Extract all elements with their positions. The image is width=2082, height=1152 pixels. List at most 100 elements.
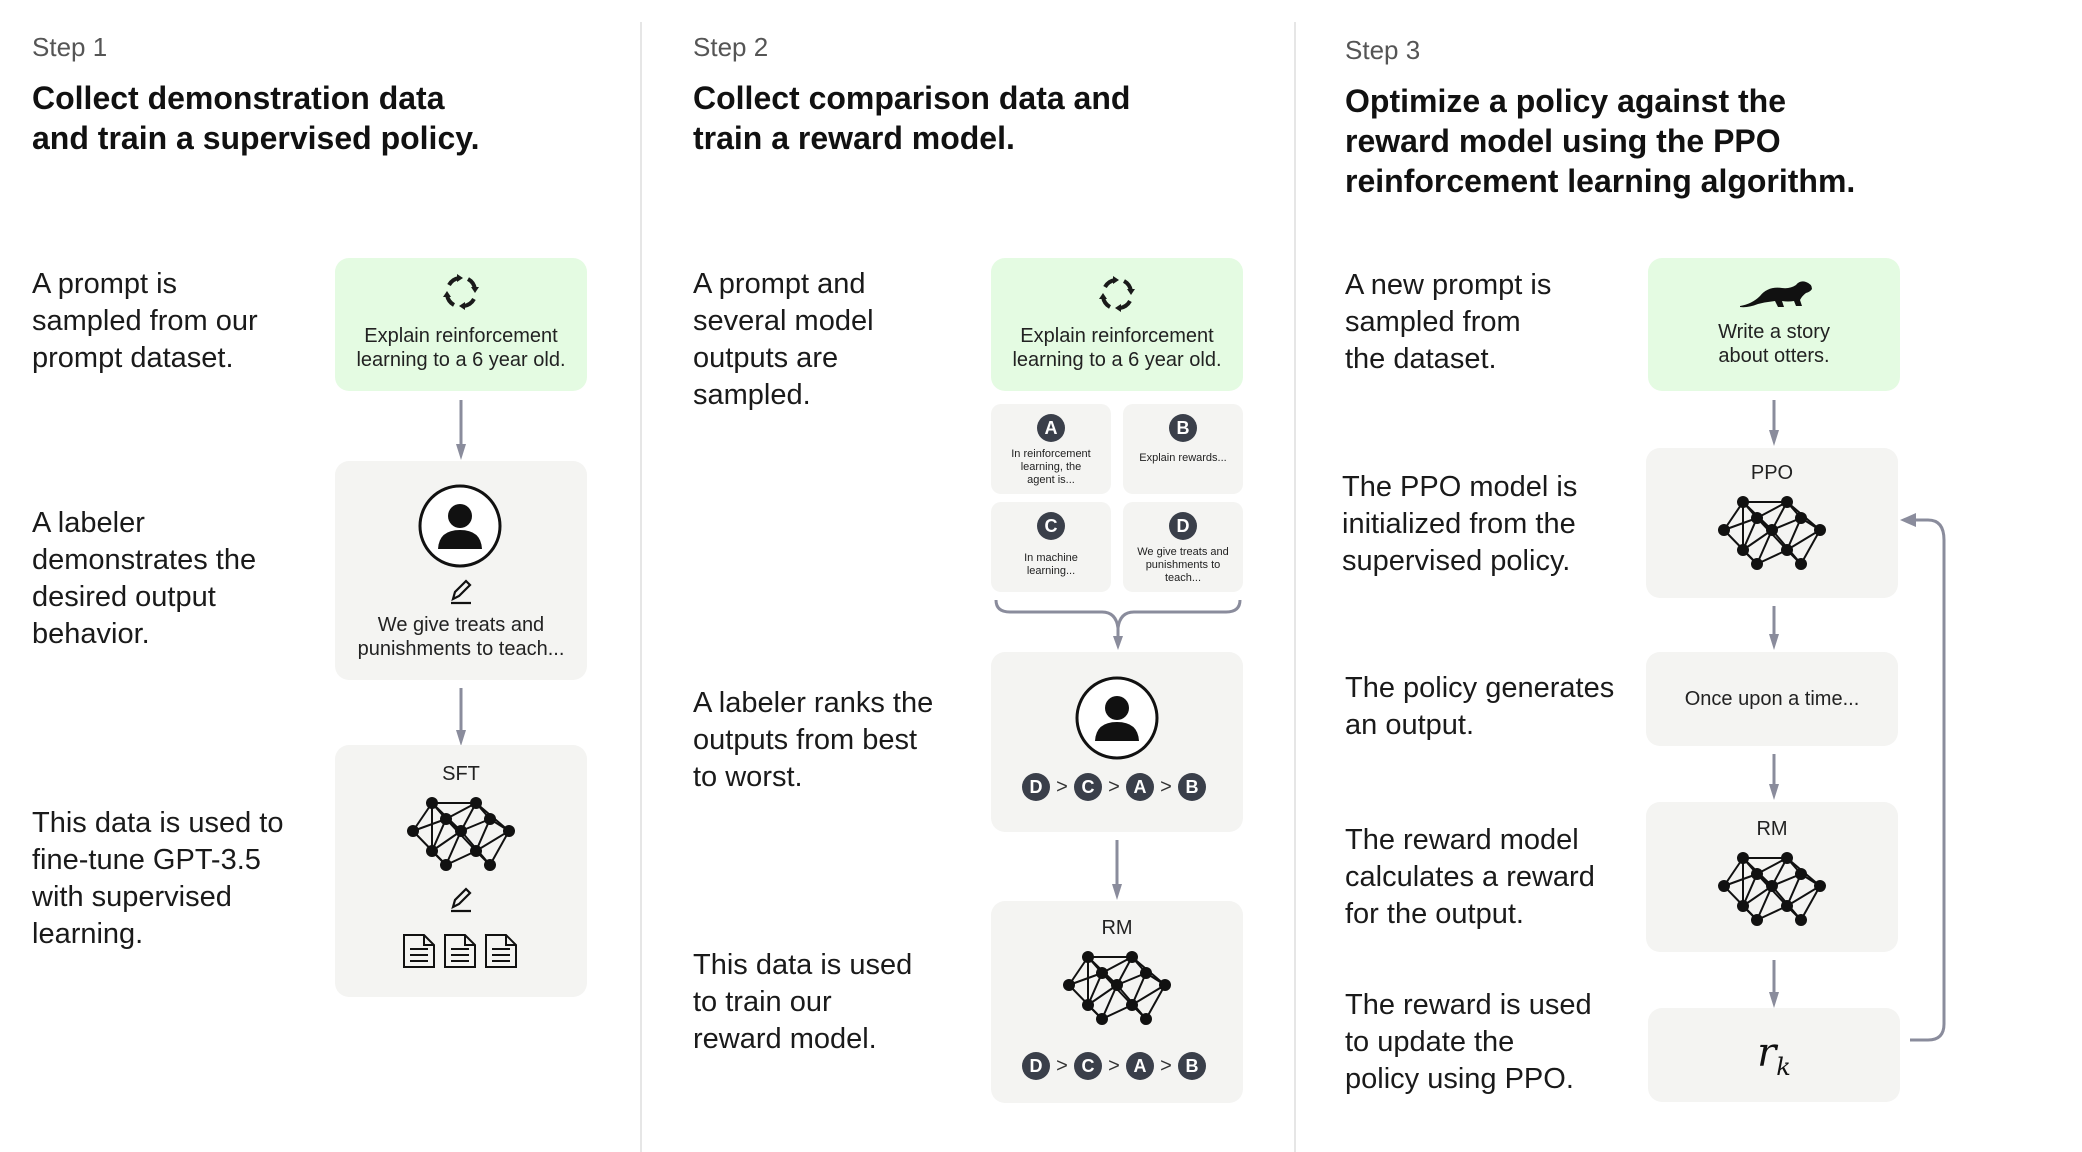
output-letter-badge: C: [1037, 512, 1065, 540]
step3-arrow-3: [1769, 754, 1779, 800]
step3-output-box: Once upon a time...: [1646, 652, 1898, 746]
network-node: [407, 825, 419, 837]
output-letter-badge: B: [1169, 414, 1197, 442]
network-node: [1795, 914, 1807, 926]
rank-badge: B: [1178, 773, 1206, 801]
network-node: [484, 813, 496, 825]
rank-badge: C: [1074, 1052, 1102, 1080]
rank-separator: >: [1108, 1054, 1120, 1077]
network-node: [1140, 967, 1152, 979]
rank-separator: >: [1160, 1054, 1172, 1077]
rank-badge: A: [1126, 1052, 1154, 1080]
network-node: [1795, 512, 1807, 524]
rank-badge: D: [1022, 1052, 1050, 1080]
step3-label: Step 3: [1345, 35, 1421, 65]
network-node: [1737, 900, 1749, 912]
network-node: [426, 797, 438, 809]
network-node: [1063, 979, 1075, 991]
network-node: [1718, 524, 1730, 536]
feedback-loop-arrow: [1900, 513, 1946, 1042]
network-node: [484, 859, 496, 871]
neural-network-icon: [1063, 951, 1171, 1025]
rank-separator: >: [1056, 775, 1068, 798]
network-node: [1795, 868, 1807, 880]
neural-network-icon: [1718, 496, 1826, 570]
network-node: [1781, 900, 1793, 912]
output-card-b: B Explain rewards...: [1123, 404, 1243, 494]
network-node: [455, 825, 467, 837]
ppo-label: PPO: [1750, 462, 1794, 484]
pencil-icon: [451, 579, 472, 605]
network-node: [1781, 852, 1793, 864]
rm-label: RM: [1756, 818, 1788, 840]
network-node: [1737, 496, 1749, 508]
network-node: [1751, 512, 1763, 524]
rank-badge: D: [1022, 773, 1050, 801]
step1-label: Step 1: [32, 32, 108, 62]
divider-step1-step2: [640, 22, 642, 1152]
network-node: [1140, 1013, 1152, 1025]
document-icon: [403, 934, 517, 968]
network-node: [1082, 999, 1094, 1011]
network-node: [1751, 558, 1763, 570]
network-node: [1795, 558, 1807, 570]
network-node: [1781, 544, 1793, 556]
output-text: Explain rewards...: [1139, 452, 1227, 464]
network-node: [1718, 880, 1730, 892]
otter-icon: [1740, 281, 1812, 308]
step3-output-text: Once upon a time...: [1684, 688, 1860, 710]
network-node: [1159, 979, 1171, 991]
step2-rm-box: RM D > C > A > B: [991, 901, 1243, 1103]
divider-step2-step3: [1294, 22, 1296, 1152]
sft-label: SFT: [442, 763, 480, 785]
step1-sft-box: SFT: [335, 745, 587, 997]
network-node: [1096, 967, 1108, 979]
recycle-arrows-icon: [1099, 276, 1135, 312]
network-node: [503, 825, 515, 837]
network-node: [1096, 1013, 1108, 1025]
network-node: [1111, 979, 1123, 991]
step3-reward-box: rk: [1648, 1008, 1900, 1102]
labeler-avatar-icon: [1075, 676, 1159, 760]
network-node: [1814, 880, 1826, 892]
ranking-row: D > C > A > B: [1022, 1052, 1206, 1080]
network-node: [440, 859, 452, 871]
step1-arrow-1: [456, 400, 466, 460]
rank-badge: C: [1074, 773, 1102, 801]
rank-separator: >: [1056, 1054, 1068, 1077]
step1-arrow-2: [456, 688, 466, 746]
rm-label: RM: [1101, 917, 1133, 939]
network-node: [1751, 914, 1763, 926]
network-node: [1126, 951, 1138, 963]
network-node: [1737, 852, 1749, 864]
rank-badge: B: [1178, 1052, 1206, 1080]
rank-separator: >: [1108, 775, 1120, 798]
ranking-row: D > C > A > B: [1022, 773, 1206, 801]
labeler-avatar-icon: [418, 484, 502, 568]
reward-symbol: rk: [1757, 1030, 1791, 1081]
output-letter-badge: A: [1037, 414, 1065, 442]
network-node: [440, 813, 452, 825]
step2-arrow-3: [1112, 840, 1122, 900]
